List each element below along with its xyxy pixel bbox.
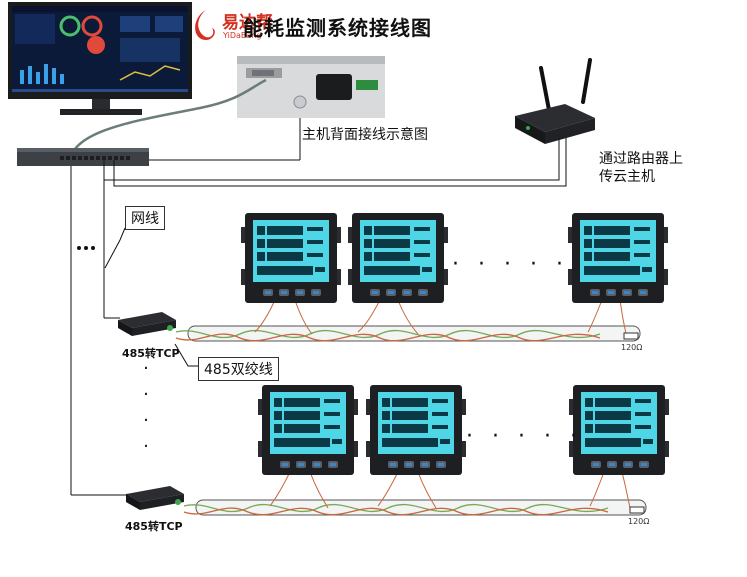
brand-logo-icon <box>195 10 215 40</box>
meter <box>366 385 466 475</box>
continuation-dots-top: · · · · · <box>452 252 569 277</box>
meter <box>569 385 669 475</box>
bus-cable-bottom <box>183 471 647 516</box>
meter <box>258 385 358 475</box>
brand-name-en: YiDaBang <box>223 31 262 40</box>
converter-bottom <box>126 486 184 510</box>
page-title: 能耗监测系统接线图 <box>243 16 432 40</box>
vertical-continuation-dots: ···· <box>143 358 149 457</box>
router <box>515 58 595 144</box>
host-back-photo <box>237 56 385 118</box>
meter <box>241 213 341 303</box>
network-switch <box>17 148 149 166</box>
meter <box>348 213 448 303</box>
network-cable-label: 网线 <box>125 206 165 230</box>
meter <box>568 213 668 303</box>
monitor-screen <box>8 2 192 115</box>
resistor-bottom-label: 120Ω <box>628 517 650 526</box>
continuation-dots-bottom: · · · · · <box>466 424 583 449</box>
router-label-line2: 传云主机 <box>599 169 655 185</box>
twisted-pair-label: 485双绞线 <box>198 357 279 381</box>
converter-top <box>118 312 176 336</box>
converter-top-label: 485转TCP <box>122 347 180 360</box>
brand-name: 易达帮 <box>222 13 273 33</box>
converter-bottom-label: 485转TCP <box>125 520 183 533</box>
router-label-line1: 通过路由器上 <box>599 151 683 167</box>
host-back-label: 主机背面接线示意图 <box>302 127 428 143</box>
resistor-top-label: 120Ω <box>621 343 643 352</box>
bus-cable-top <box>175 299 641 342</box>
